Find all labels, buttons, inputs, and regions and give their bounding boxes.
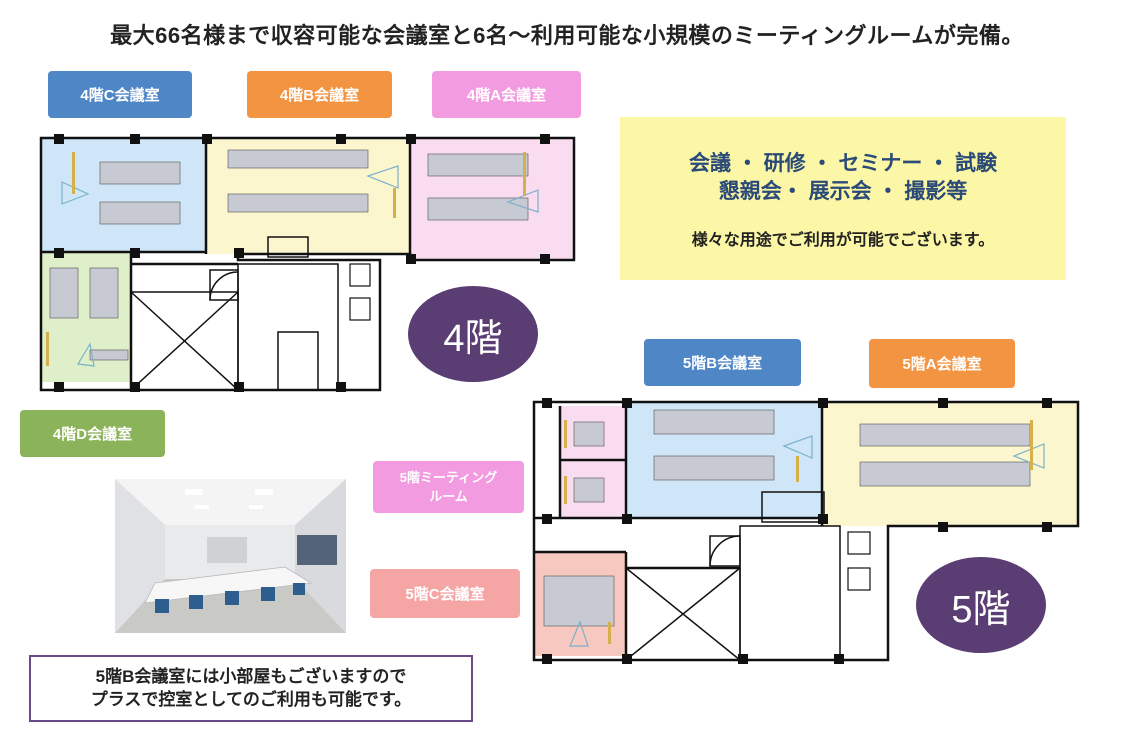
tag-4f-room-d[interactable]: 4階D会議室 <box>20 410 165 457</box>
floor-4-badge: 4階 <box>408 286 538 382</box>
floor-4-badge-label: 4階 <box>443 317 503 360</box>
note-line1: 5階B会議室には小部屋もございますので <box>95 667 407 686</box>
uses-line1: 会議 ・ 研修 ・ セミナー ・ 試験 <box>688 152 997 175</box>
tag-5f-room-a-label: 5階A会議室 <box>902 356 982 373</box>
note-box: 5階B会議室には小部屋もございますので プラスで控室としてのご利用も可能です。 <box>29 655 473 722</box>
tag-4f-room-a[interactable]: 4階A会議室 <box>432 71 581 118</box>
uses-line2: 懇親会・ 展示会 ・ 撮影等 <box>718 180 968 203</box>
tag-4f-room-a-label: 4階A会議室 <box>466 87 547 104</box>
tag-5f-room-a[interactable]: 5階A会議室 <box>869 339 1015 388</box>
floor-plan-4f <box>39 134 576 392</box>
floor-5-badge-label: 5階 <box>951 588 1011 631</box>
tag-4f-room-b[interactable]: 4階B会議室 <box>247 71 392 118</box>
floor-5-badge: 5階 <box>916 557 1046 653</box>
note-line2: プラスで控室としてのご利用も可能です。 <box>90 690 412 709</box>
tag-5f-room-b-label: 5階B会議室 <box>682 355 763 372</box>
tag-5f-room-c[interactable]: 5階C会議室 <box>370 569 520 618</box>
tag-4f-room-b-label: 4階B会議室 <box>279 87 360 104</box>
meeting-room-photo <box>115 479 346 633</box>
tag-4f-room-d-label: 4階D会議室 <box>52 426 133 443</box>
tag-5f-meeting-room-label-1: 5階ミーティング <box>399 470 498 485</box>
uses-box: 会議 ・ 研修 ・ セミナー ・ 試験 懇親会・ 展示会 ・ 撮影等 様々な用途… <box>620 117 1066 280</box>
tag-5f-room-c-label: 5階C会議室 <box>405 586 485 603</box>
tag-5f-room-b[interactable]: 5階B会議室 <box>644 339 801 386</box>
4f-room-c-area <box>41 138 206 252</box>
uses-note: 様々な用途でご利用が可能でございます。 <box>691 232 995 249</box>
tag-4f-room-c[interactable]: 4階C会議室 <box>48 71 192 118</box>
tag-5f-meeting-room[interactable]: 5階ミーティング ルーム <box>373 461 524 513</box>
tag-4f-room-c-label: 4階C会議室 <box>80 87 160 104</box>
floor-plan-5f <box>532 398 1080 664</box>
tag-5f-meeting-room-label-2: ルーム <box>429 489 468 504</box>
headline: 最大66名様まで収容可能な会議室と6名～利用可能な小規模のミーティングルームが完… <box>110 23 1024 48</box>
